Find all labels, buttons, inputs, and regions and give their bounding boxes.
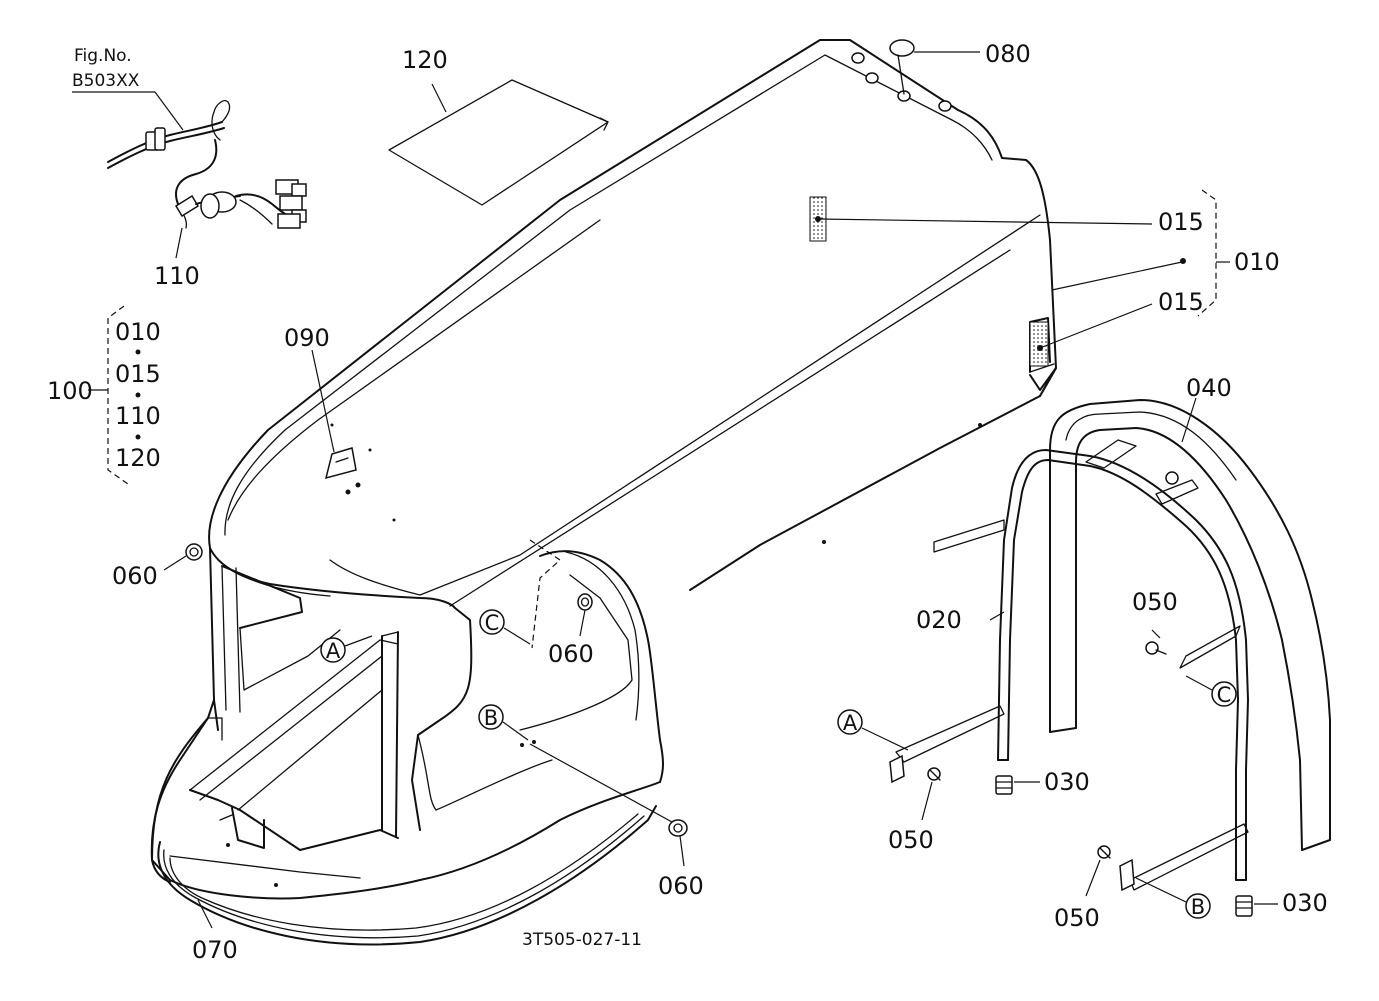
- seal-070: [157, 805, 657, 946]
- ref-c-frame-text: C: [1217, 683, 1232, 707]
- bolt-050-upper: [1145, 629, 1167, 655]
- callout-120: 120: [402, 46, 448, 74]
- label-015-bottom: [1029, 321, 1049, 367]
- callout-010: 010: [1234, 248, 1280, 276]
- frame-040: [1049, 397, 1331, 851]
- callout-020: 020: [916, 606, 962, 634]
- ref-b-frame-text: B: [1191, 895, 1205, 919]
- kit-item-015: 015: [115, 360, 161, 388]
- grommet-060-left: [163, 543, 203, 571]
- callout-050-lower: 050: [1054, 904, 1100, 932]
- wiring-harness: [107, 100, 307, 259]
- kit-label: 100: [47, 377, 93, 405]
- fig-no-block: Fig.No. B503XX: [72, 46, 184, 131]
- grommet-060-bottom: [529, 743, 688, 867]
- spacer-030-lower: [1235, 895, 1278, 917]
- bolt-050-lower: [1085, 845, 1111, 897]
- ref-b-hood: [478, 704, 504, 730]
- kit-item-120: 120: [115, 444, 161, 472]
- callout-060-left: 060: [112, 562, 158, 590]
- callout-050-mid: 050: [888, 826, 934, 854]
- grommet-060-mid: [577, 593, 593, 637]
- callout-060-bottom: 060: [658, 872, 704, 900]
- ref-b-frame: [1185, 893, 1211, 919]
- callout-015-bottom: 015: [1158, 288, 1204, 316]
- callout-015-top: 015: [1158, 208, 1204, 236]
- ref-b-hood-text: B: [484, 706, 498, 730]
- callout-030-lower: 030: [1282, 889, 1328, 917]
- frame-020: [889, 439, 1249, 892]
- drawing-code: 3T505-027-11: [522, 930, 642, 950]
- callout-030-mid: 030: [1044, 768, 1090, 796]
- ref-c-frame: [1211, 681, 1237, 707]
- ref-a-frame: [837, 709, 863, 735]
- callout-090: 090: [284, 324, 330, 352]
- kit-bracket: [88, 305, 141, 485]
- emblem-090: [311, 349, 357, 480]
- ref-a-hood-text: A: [326, 639, 341, 663]
- bolt-050-mid: [921, 767, 941, 821]
- kit-item-110: 110: [115, 402, 161, 430]
- callout-080: 080: [985, 40, 1031, 68]
- decal-sheet: [388, 79, 609, 206]
- kit-item-010: 010: [115, 318, 161, 346]
- spacer-030-mid: [995, 775, 1040, 795]
- callout-050-upper: 050: [1132, 588, 1178, 616]
- fig-no-value: B503XX: [72, 71, 140, 91]
- ref-a-hood: [320, 637, 346, 663]
- callout-110: 110: [154, 262, 200, 290]
- callout-040: 040: [1186, 374, 1232, 402]
- cap-080: [889, 39, 980, 95]
- fig-no-label: Fig.No.: [74, 46, 132, 66]
- callout-070: 070: [192, 936, 238, 964]
- ref-c-hood: [479, 609, 505, 635]
- ref-c-hood-text: C: [485, 611, 500, 635]
- fig-no-leader: [154, 91, 184, 131]
- ref-a-frame-text: A: [843, 711, 858, 735]
- callout-060-mid: 060: [548, 640, 594, 668]
- hood-body: [150, 39, 1057, 900]
